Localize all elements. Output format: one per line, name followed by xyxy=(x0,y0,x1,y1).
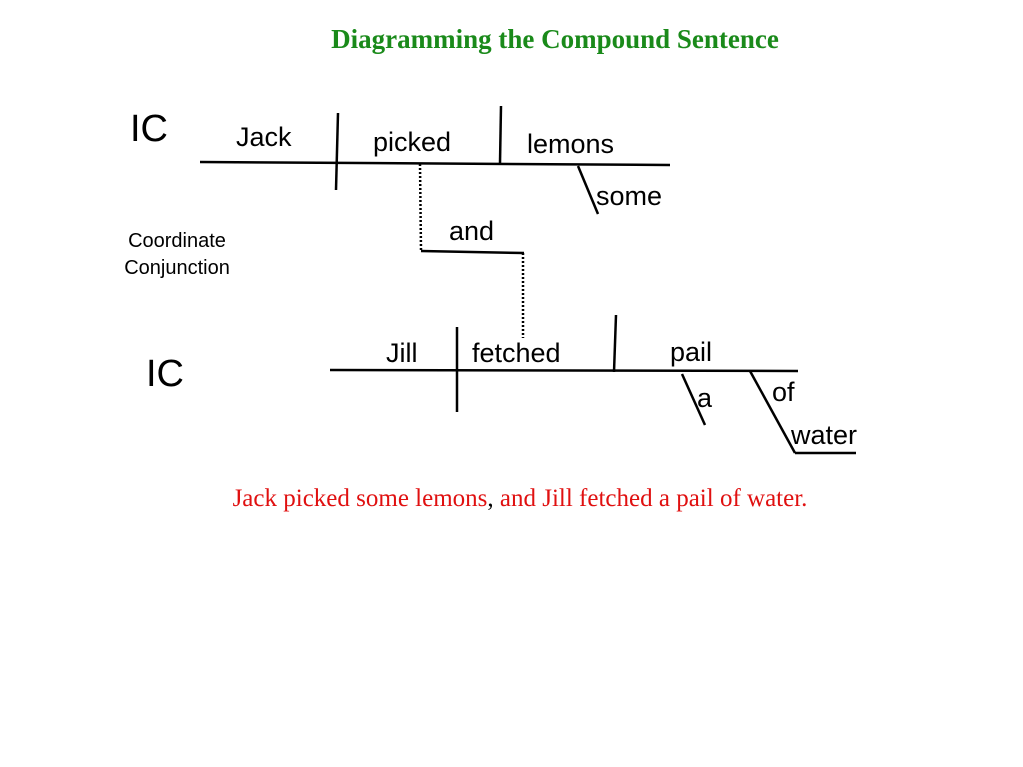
clause2-article-slant xyxy=(680,373,707,426)
clause2-modifier: a xyxy=(697,383,713,413)
clause2-subject: Jill xyxy=(386,338,418,368)
clause1-modifier: some xyxy=(596,181,662,211)
diagram-lines xyxy=(199,105,856,455)
conjunction-label-line1: Coordinate xyxy=(128,230,226,252)
clause1-subject-divider xyxy=(334,112,340,191)
conjunction-line xyxy=(420,249,525,255)
clause2-object-divider xyxy=(612,314,618,373)
clause2-label: IC xyxy=(146,353,184,395)
clause1-label: IC xyxy=(130,108,168,150)
sentence-part2: and Jill fetched a pail of water. xyxy=(493,485,808,512)
clause1-object: lemons xyxy=(527,129,614,159)
page-title: Diagramming the Compound Sentence xyxy=(331,24,779,54)
conjunction-upper-dotted xyxy=(418,163,423,252)
clause1-baseline xyxy=(199,160,671,167)
sentence-comma: , xyxy=(487,485,494,512)
conjunction-word: and xyxy=(449,216,494,246)
clause2-object: pail xyxy=(670,337,712,367)
clause2-verb: fetched xyxy=(472,338,561,368)
conjunction-label-line2: Conjunction xyxy=(124,257,230,279)
clause2-preposition: of xyxy=(772,377,795,407)
clause1-object-divider xyxy=(498,105,503,164)
clause2-prep-object: water xyxy=(790,420,857,450)
clause1-verb: picked xyxy=(373,127,451,157)
sentence-part1: Jack picked some lemons xyxy=(232,485,488,512)
clause1-subject: Jack xyxy=(236,122,292,152)
clause2-baseline xyxy=(329,368,799,373)
example-sentence: Jack picked some lemons, and Jill fetche… xyxy=(0,485,1023,513)
clause1-modifier-slant xyxy=(576,165,600,215)
clause2-prep-slant xyxy=(748,370,797,454)
